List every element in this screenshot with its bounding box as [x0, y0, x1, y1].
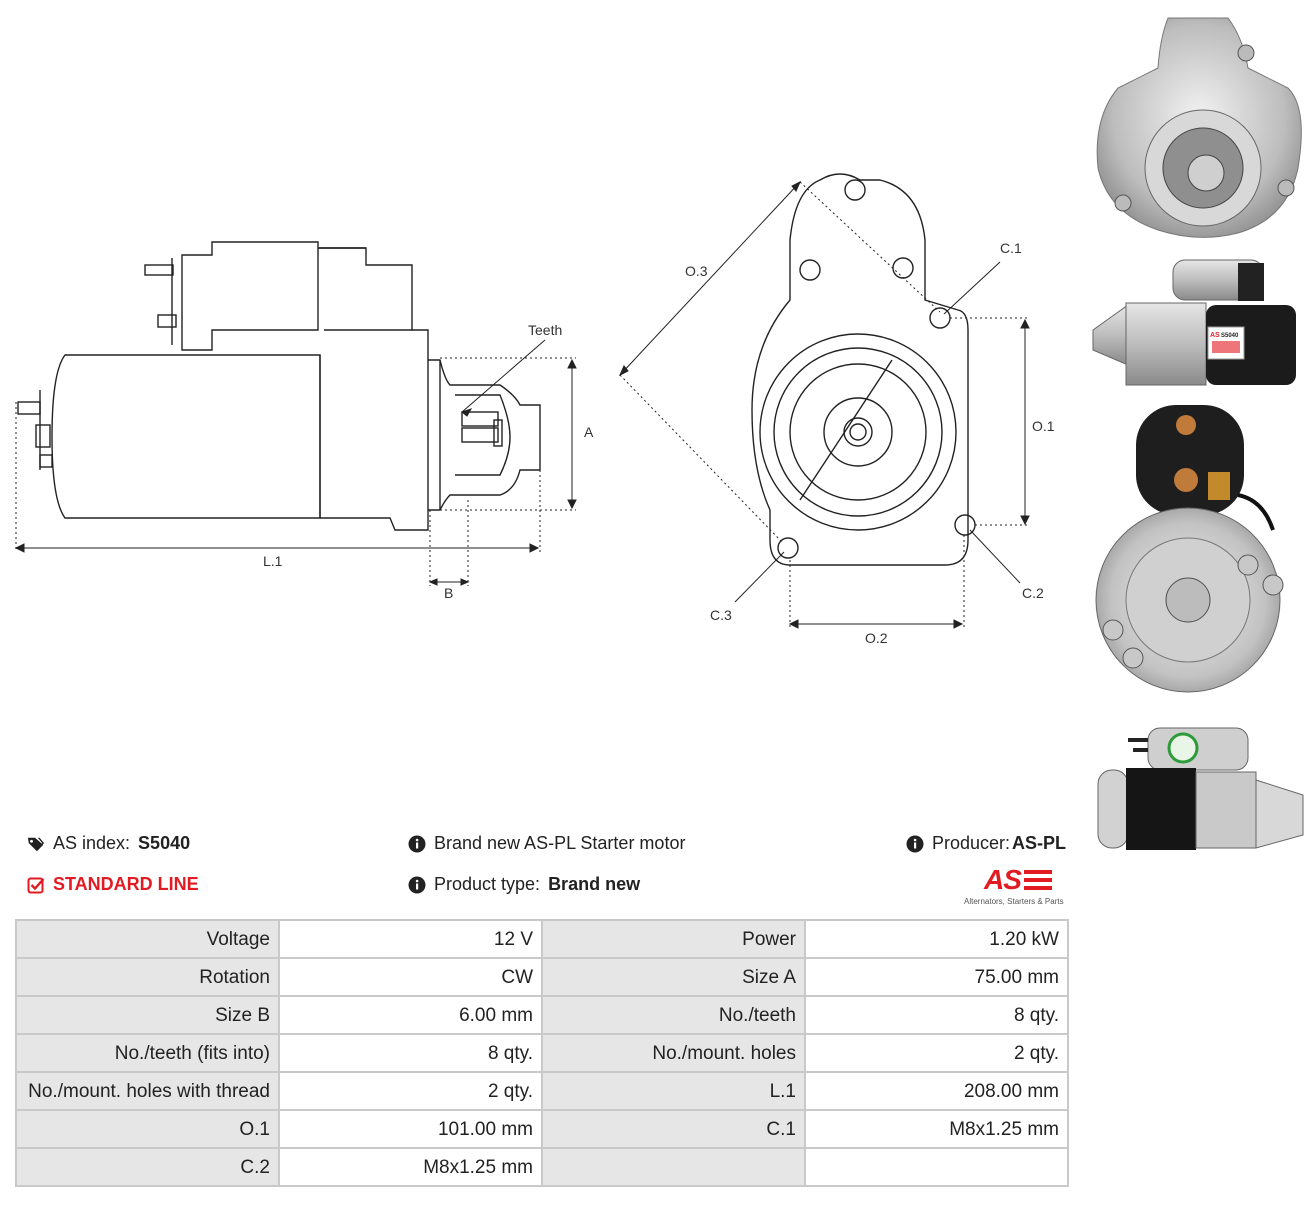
spec-key: Size B: [15, 995, 280, 1035]
line-label: STANDARD LINE: [53, 874, 199, 894]
label-c1: C.1: [1000, 240, 1022, 256]
table-row: Rotation CW Size A 75.00 mm: [15, 957, 1069, 997]
spec-value: 75.00 mm: [804, 957, 1069, 997]
spec-key: L.1: [541, 1071, 806, 1111]
label-l1: L.1: [263, 553, 283, 569]
description-text: Brand new AS-PL Starter motor: [434, 833, 686, 853]
spec-key: No./teeth: [541, 995, 806, 1035]
photo-tag-code: S5040: [1221, 333, 1239, 339]
table-row: No./teeth (fits into) 8 qty. No./mount. …: [15, 1033, 1069, 1073]
photo-side-rear: [1088, 720, 1316, 855]
technical-drawing: Teeth A B L.1 O.1 O.2 O.3 C.1 C.2 C.3: [14, 173, 1055, 646]
photo-front: [1088, 8, 1316, 248]
tags-icon: [27, 837, 45, 851]
spec-value: 12 V: [278, 919, 543, 959]
info-icon: [408, 835, 426, 852]
logo-stripes-icon: [1024, 870, 1052, 890]
spec-value: CW: [278, 957, 543, 997]
line-badge: STANDARD LINE: [27, 874, 199, 895]
as-index-value: S5040: [138, 833, 191, 853]
logo-tagline: Alternators, Starters & Parts: [964, 897, 1064, 906]
spec-key: No./mount. holes: [541, 1033, 806, 1073]
as-index-label: AS index:: [53, 833, 131, 853]
dimension-lines: [14, 180, 1030, 629]
spec-table: Voltage 12 V Power 1.20 kW Rotation CW S…: [15, 919, 1069, 1187]
label-c3: C.3: [710, 607, 732, 623]
checkbox-checked-icon: [27, 877, 45, 893]
label-teeth: Teeth: [528, 322, 562, 338]
product-type-label: Product type:: [434, 874, 541, 894]
spec-value: 8 qty.: [278, 1033, 543, 1073]
info-icon: [906, 835, 924, 852]
spec-value: 1.20 kW: [804, 919, 1069, 959]
product-photos: AS S5040: [1088, 0, 1316, 860]
table-row: O.1 101.00 mm C.1 M8x1.25 mm: [15, 1109, 1069, 1149]
spec-value: 101.00 mm: [278, 1109, 543, 1149]
photo-rear: [1088, 400, 1316, 710]
producer-value: AS-PL: [1012, 833, 1067, 853]
spec-key: [541, 1147, 806, 1187]
front-view: [751, 173, 976, 566]
table-row: Voltage 12 V Power 1.20 kW: [15, 919, 1069, 959]
photo-side-tagged: AS S5040: [1088, 255, 1316, 395]
as-index: AS index: S5040: [27, 833, 190, 854]
product-type-value: Brand new: [548, 874, 641, 894]
label-c2: C.2: [1022, 585, 1044, 601]
spec-key: O.1: [15, 1109, 280, 1149]
side-view: [17, 241, 541, 531]
product-type: Product type: Brand new: [408, 874, 640, 895]
spec-key: No./mount. holes with thread: [15, 1071, 280, 1111]
spec-value: 2 qty.: [804, 1033, 1069, 1073]
spec-value: [804, 1147, 1069, 1187]
photo-tag-brand: AS: [1210, 332, 1220, 339]
label-b: B: [444, 585, 453, 601]
spec-value: 208.00 mm: [804, 1071, 1069, 1111]
spec-value: M8x1.25 mm: [804, 1109, 1069, 1149]
brand-logo: AS Alternators, Starters & Parts: [960, 864, 1070, 910]
spec-key: C.1: [541, 1109, 806, 1149]
producer: Producer: AS-PL: [906, 833, 1066, 854]
spec-value: 2 qty.: [278, 1071, 543, 1111]
producer-label: Producer:: [932, 833, 1011, 853]
info-icon: [408, 876, 426, 893]
description: Brand new AS-PL Starter motor: [408, 833, 685, 854]
spec-value: 6.00 mm: [278, 995, 543, 1035]
table-row: C.2 M8x1.25 mm: [15, 1147, 1069, 1187]
spec-key: Voltage: [15, 919, 280, 959]
spec-value: M8x1.25 mm: [278, 1147, 543, 1187]
spec-value: 8 qty.: [804, 995, 1069, 1035]
spec-key: Power: [541, 919, 806, 959]
spec-key: C.2: [15, 1147, 280, 1187]
label-o2: O.2: [865, 630, 888, 646]
spec-key: No./teeth (fits into): [15, 1033, 280, 1073]
label-o3: O.3: [685, 263, 708, 279]
spec-key: Size A: [541, 957, 806, 997]
table-row: No./mount. holes with thread 2 qty. L.1 …: [15, 1071, 1069, 1111]
spec-key: Rotation: [15, 957, 280, 997]
logo-mark: AS: [984, 864, 1022, 895]
label-a: A: [584, 424, 594, 440]
table-row: Size B 6.00 mm No./teeth 8 qty.: [15, 995, 1069, 1035]
label-o1: O.1: [1032, 418, 1055, 434]
